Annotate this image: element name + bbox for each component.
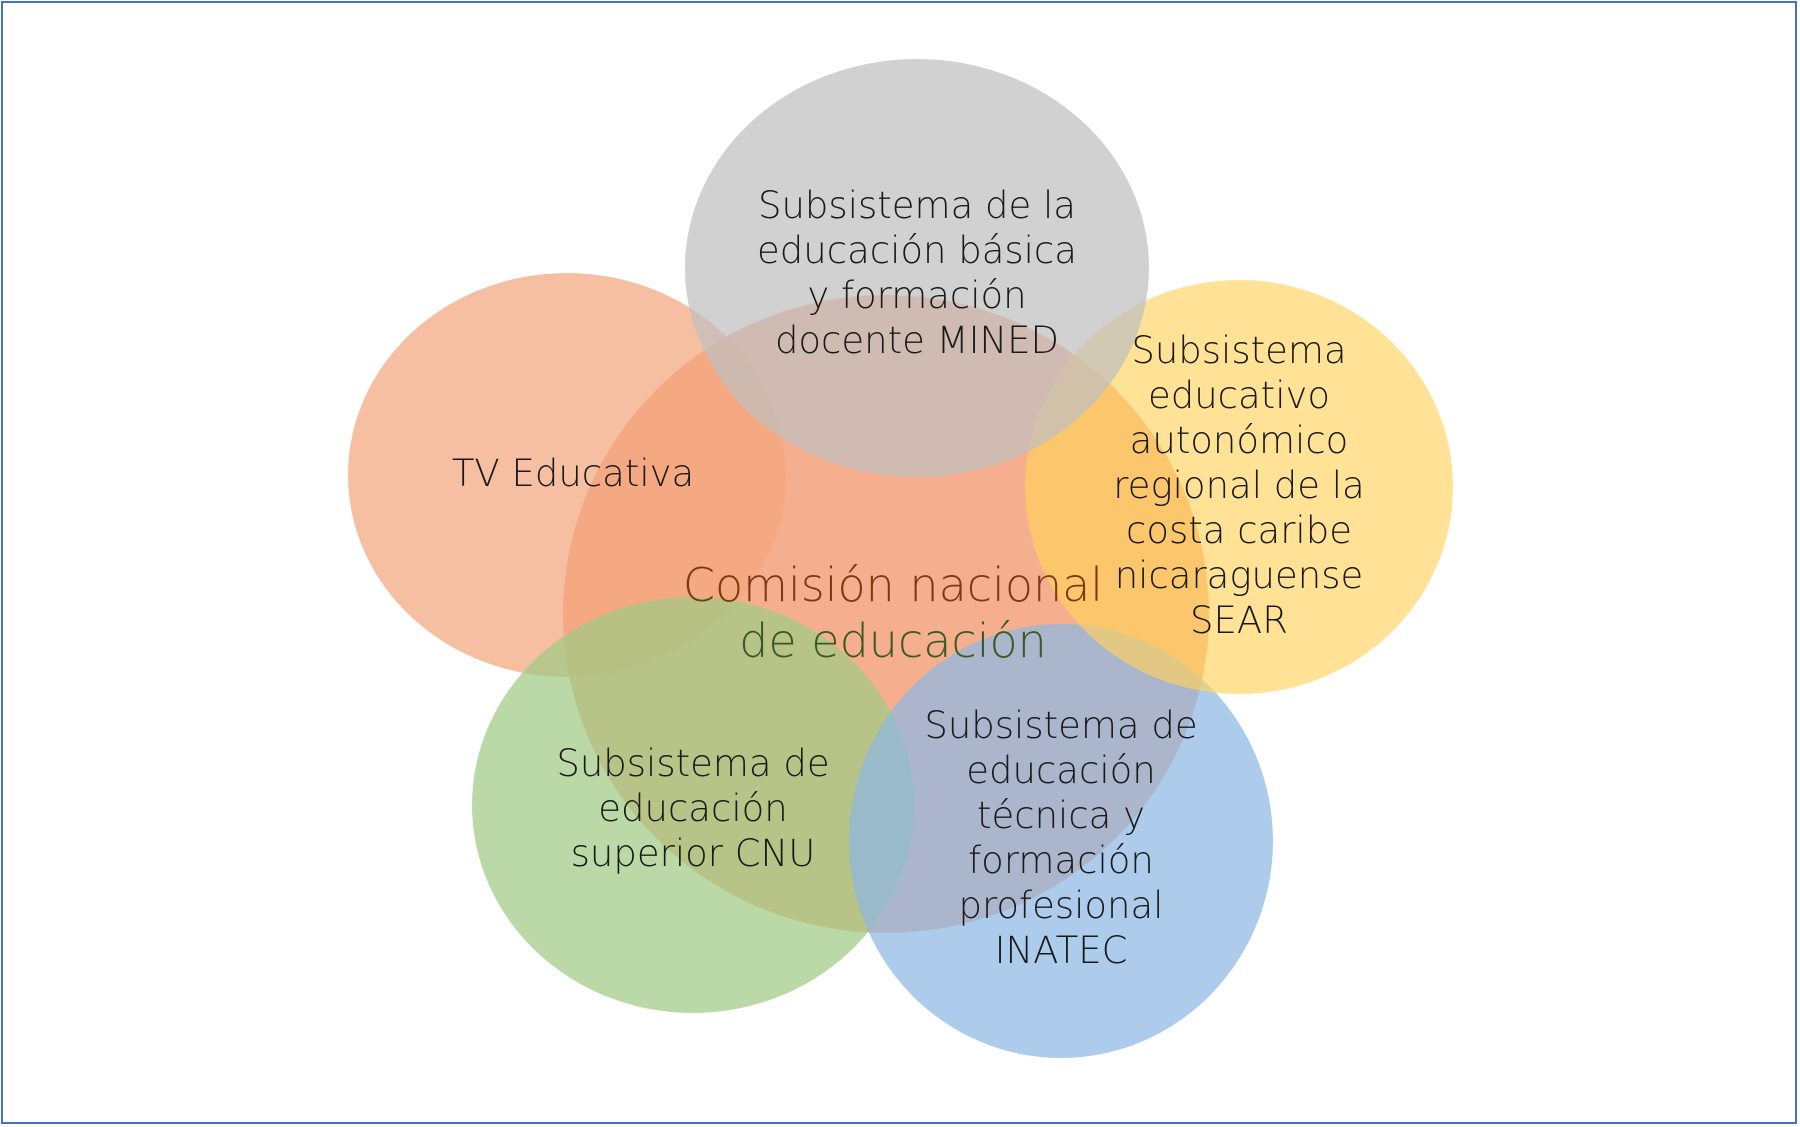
- node-label-cnu: Subsistema de educación superior CNU: [556, 741, 830, 875]
- node-circle-sear: [1025, 280, 1453, 694]
- node-circle-mined: [685, 59, 1149, 477]
- node-label-tv: TV Educativa: [451, 451, 695, 495]
- node-circle-tv: [348, 273, 786, 677]
- node-label-sear: Subsistema educativo autonómico regional…: [1113, 329, 1365, 642]
- node-label-mined: Subsistema de la educación básica y form…: [757, 184, 1077, 362]
- center-label: Comisión nacional de educación: [673, 553, 1113, 673]
- node-label-inatec: Subsistema de educación técnica y formac…: [924, 704, 1198, 972]
- node-circle-cnu: [472, 597, 914, 1013]
- node-circle-inatec: [849, 624, 1273, 1058]
- venn-diagram: [348, 59, 1453, 1058]
